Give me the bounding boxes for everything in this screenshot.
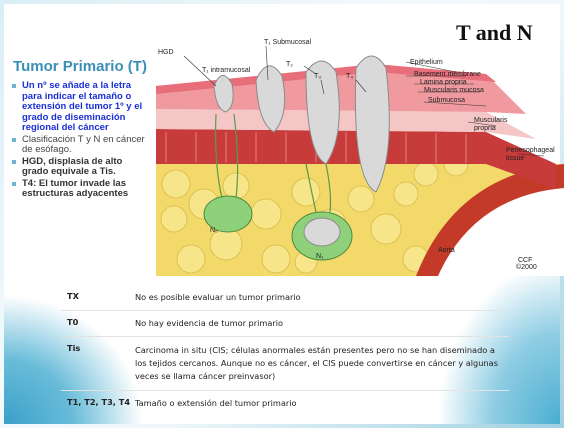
- tumor-staging-diagram: HGD T₁ Submucosal T₁ intramucosal T₂ T₃ …: [156, 14, 564, 276]
- label-basement-membrane: Basement membrane: [414, 71, 481, 78]
- label-epithelium: Epithelium: [410, 59, 443, 66]
- label-muscularis-mucosa: Muscularis mucosa: [424, 87, 484, 94]
- label-lamina-propria: Lamina propria: [420, 79, 467, 86]
- label-credit-year: ©2000: [516, 263, 537, 271]
- table-value: No es posible evaluar un tumor primario: [131, 285, 509, 310]
- label-muscularis: Muscularis: [474, 117, 508, 124]
- table-row: T1, T2, T3, T4 Tamaño o extensión del tu…: [61, 391, 509, 416]
- table-value: Carcinoma in situ (CIS; células anormale…: [131, 337, 509, 390]
- label-credit: CCF: [518, 257, 532, 264]
- esophagus-illustration: HGD T₁ Submucosal T₁ intramucosal T₂ T₃ …: [156, 14, 564, 276]
- table-key: TX: [61, 285, 131, 310]
- label-tissue: tissue: [506, 155, 524, 162]
- table-value: Tamaño o extensión del tumor primario: [131, 391, 509, 416]
- label-t1-submucosal: T₁ Submucosal: [264, 39, 312, 46]
- left-panel: Tumor Primario (T) Un nº se añade a la l…: [10, 10, 150, 201]
- label-periesophageal: Periesophageal: [506, 147, 555, 154]
- label-propria: propria: [474, 125, 496, 132]
- bullet-item: Clasificación T y N en cáncer de esófago…: [10, 135, 150, 156]
- slide: Tumor Primario (T) Un nº se añade a la l…: [4, 4, 560, 424]
- bullet-item: T4: El tumor invade las estructuras adya…: [10, 179, 150, 200]
- table-row: TX No es posible evaluar un tumor primar…: [61, 285, 509, 311]
- label-submucosa: Submucosa: [428, 97, 465, 104]
- label-t2: T₂: [286, 61, 293, 68]
- label-t1-intramucosal: T₁ intramucosal: [202, 67, 251, 74]
- metastatic-deposit: [304, 218, 340, 246]
- bullet-item: HGD, displasia de alto grado equivale a …: [10, 157, 150, 178]
- tnm-table: TX No es posible evaluar un tumor primar…: [61, 285, 509, 416]
- label-n0: N₀: [210, 227, 218, 234]
- table-key: Tis: [61, 337, 131, 390]
- table-row: Tis Carcinoma in situ (CIS; células anor…: [61, 337, 509, 391]
- label-t3: T₃: [314, 73, 321, 80]
- label-t4: T₄: [346, 73, 353, 80]
- label-aorta: Aorta: [438, 247, 455, 254]
- table-row: T0 No hay evidencia de tumor primario: [61, 311, 509, 337]
- table-key: T0: [61, 311, 131, 336]
- label-hgd: HGD: [158, 49, 174, 56]
- table-key: T1, T2, T3, T4: [61, 391, 131, 416]
- table-value: No hay evidencia de tumor primario: [131, 311, 509, 336]
- panel-title: Tumor Primario (T): [10, 58, 150, 75]
- label-n1: N₁: [316, 253, 324, 260]
- bullet-list: Un nº se añade a la letra para indicar e…: [10, 81, 150, 200]
- slide-title: T and N: [456, 20, 533, 46]
- bullet-item: Un nº se añade a la letra para indicar e…: [10, 81, 150, 134]
